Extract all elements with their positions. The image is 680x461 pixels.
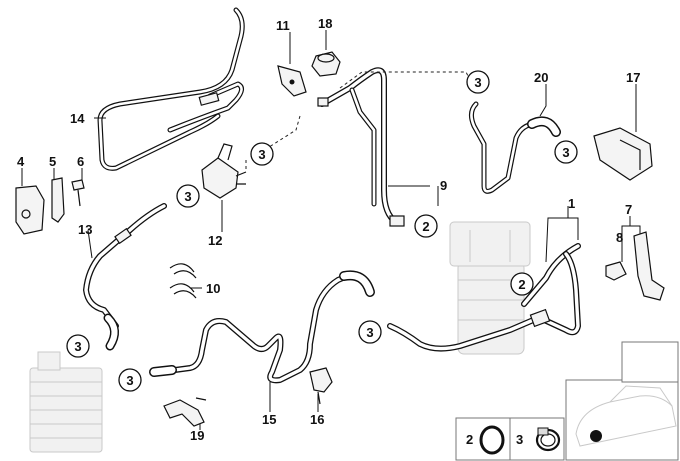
part-8-sensor [605, 261, 627, 281]
callout-3-a: 3 [250, 142, 274, 166]
part-number-9: 9 [440, 178, 447, 193]
callout-2-a: 2 [414, 214, 438, 238]
part-number-15: 15 [262, 412, 276, 427]
svg-text:3: 3 [74, 339, 81, 354]
part-number-19: 19 [190, 428, 204, 443]
o-ring-icon [479, 425, 505, 455]
part-number-11: 11 [276, 18, 290, 33]
part-1-hoses [387, 243, 581, 352]
svg-text:3: 3 [474, 75, 481, 90]
legend: 2 3 [455, 417, 565, 461]
ghost-oil-cooler [29, 351, 103, 453]
callout-2-b: 2 [510, 272, 534, 296]
part-5-clip [51, 177, 65, 223]
callout-3-b: 3 [176, 184, 200, 208]
part-number-8: 8 [616, 230, 623, 245]
part-17-switch [593, 127, 653, 181]
part-number-4: 4 [17, 154, 25, 169]
part-number-16: 16 [310, 412, 324, 427]
callout-3-e: 3 [66, 334, 90, 358]
svg-text:3: 3 [184, 189, 191, 204]
part-number-7: 7 [625, 202, 632, 217]
part-20-hose [468, 101, 561, 194]
part-7-bracket [633, 231, 665, 301]
part-19-clamp [163, 397, 207, 427]
part-number-18: 18 [318, 16, 332, 31]
part-10-clamps [169, 263, 197, 299]
callout-3-g: 3 [118, 368, 142, 392]
part-16-valve [309, 367, 333, 405]
svg-text:2: 2 [518, 277, 525, 292]
part-18-nut [311, 51, 341, 77]
svg-text:3: 3 [258, 147, 265, 162]
part-number-6: 6 [77, 154, 84, 169]
svg-text:3: 3 [562, 145, 569, 160]
legend-number-2: 2 [466, 432, 473, 447]
dashed-routing-top [339, 71, 471, 89]
part-number-13: 13 [78, 222, 92, 237]
leader-lines [21, 30, 641, 430]
location-dot-icon [590, 430, 602, 442]
part-15-hose [149, 270, 375, 384]
part-number-5: 5 [49, 154, 56, 169]
part-number-17: 17 [626, 70, 640, 85]
car-location-thumbnail [565, 341, 679, 461]
hose-clamp-icon [535, 427, 561, 452]
callout-3-c: 3 [466, 70, 490, 94]
part-number-1: 1 [568, 196, 575, 211]
callout-3-d: 3 [554, 140, 578, 164]
ghost-drier-canister [449, 221, 531, 355]
part-12-valve [201, 143, 247, 199]
legend-number-3: 3 [516, 432, 523, 447]
part-6-bolt [71, 179, 85, 207]
part-number-10: 10 [206, 281, 220, 296]
part-number-12: 12 [208, 233, 222, 248]
part-11-bracket [277, 65, 307, 97]
part-13-hose [83, 203, 167, 351]
part-14-hard-line [97, 7, 245, 171]
svg-text:3: 3 [366, 325, 373, 340]
svg-text:3: 3 [126, 373, 133, 388]
part-number-20: 20 [534, 70, 548, 85]
callout-3-f: 3 [358, 320, 382, 344]
part-4-block [15, 185, 45, 235]
dashed-routing [245, 115, 301, 170]
svg-text:2: 2 [422, 219, 429, 234]
part-labels: 1 4 5 6 7 8 9 10 11 12 13 14 15 16 17 18… [17, 16, 640, 443]
part-9-pipe [317, 67, 405, 227]
part-number-14: 14 [70, 111, 85, 126]
